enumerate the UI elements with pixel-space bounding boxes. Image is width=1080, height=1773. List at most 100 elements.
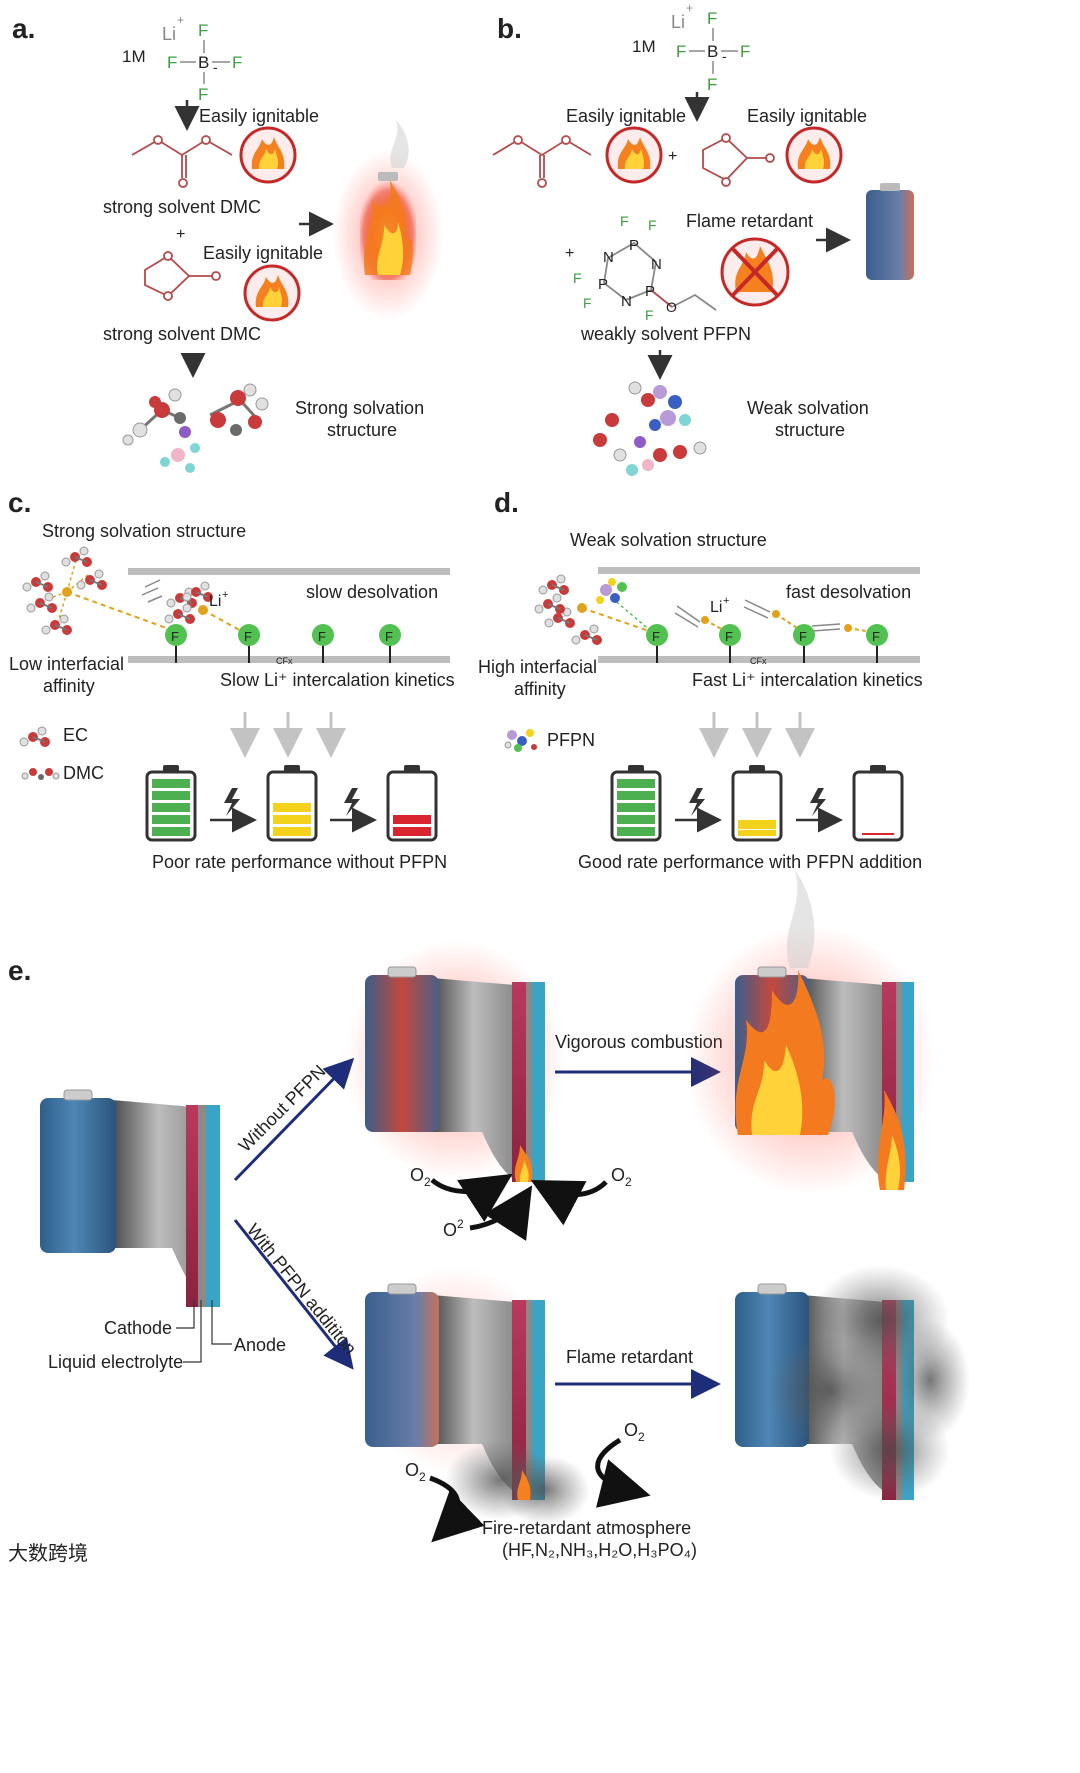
battery-half xyxy=(266,765,318,842)
cfx-electrode xyxy=(598,656,920,663)
ec-legend-icon xyxy=(19,726,51,748)
ignitable-label-2: Easily ignitable xyxy=(747,106,867,126)
f-right: F xyxy=(740,42,750,61)
extinguished-battery xyxy=(735,1265,970,1500)
ignitable-flame-icon-1 xyxy=(239,126,297,184)
fluorine-sites: F F F F xyxy=(164,623,402,664)
oxygen-influx xyxy=(430,1173,608,1241)
kinetics-label: Slow Li⁺ intercalation kinetics xyxy=(220,670,455,690)
safe-battery xyxy=(866,183,914,280)
f-site-label: F xyxy=(799,629,807,644)
strong-solvation-cluster xyxy=(122,383,269,473)
li-cation: Li xyxy=(162,24,176,44)
solvated-li-cluster xyxy=(22,546,173,636)
ec-molecule xyxy=(702,133,775,187)
ignitable-label-2: Easily ignitable xyxy=(203,243,323,263)
panel-b-label: b. xyxy=(497,13,522,44)
battery-low xyxy=(852,765,904,842)
oxygen-outflux xyxy=(429,1437,651,1543)
solvent-label-2: strong solvent DMC xyxy=(103,324,261,344)
f-atom: F xyxy=(573,270,582,286)
f-site-label: F xyxy=(318,629,326,644)
anode-label: Anode xyxy=(234,1335,286,1355)
structure-label-line1: Strong solvation xyxy=(295,398,424,418)
discharge-arrow xyxy=(330,788,377,833)
panel-c: c. Strong solvation structure slow desol… xyxy=(8,487,455,872)
desolvation-label: fast desolvation xyxy=(786,582,911,602)
o2-label: O xyxy=(611,1165,625,1185)
li-label: Li xyxy=(209,593,221,610)
plus-sign-1: + xyxy=(668,148,677,165)
p-atom: P xyxy=(598,276,608,293)
p-atom: P xyxy=(645,283,655,300)
panel-b: b. Li + 1M F F B F F - Easily ignitable … xyxy=(492,1,914,476)
panel-c-label: c. xyxy=(8,487,31,518)
structure-label-line2: structure xyxy=(775,420,845,440)
battery-low xyxy=(386,765,438,842)
panel-d: d. Weak solvation structure fast desolva… xyxy=(478,487,923,872)
heating-battery xyxy=(345,940,565,1182)
anode-layer xyxy=(206,1105,220,1307)
pfpn-solvated-cluster xyxy=(534,574,653,646)
pfpn-legend-icon xyxy=(504,729,537,752)
li-cation: Li xyxy=(671,12,685,32)
no-fire-icon xyxy=(720,237,790,307)
without-pfpn-arrow xyxy=(233,1057,355,1182)
watermark: 大数跨境 xyxy=(8,1542,88,1565)
solvent-label-1: strong solvent DMC xyxy=(103,197,261,217)
free-li-ions: Li + xyxy=(674,595,873,633)
affinity-line1: Low interfacial xyxy=(9,654,124,674)
panel-d-label: d. xyxy=(494,487,519,518)
discharge-arrow xyxy=(210,788,257,833)
f-site-label: F xyxy=(244,629,252,644)
o2-subscript: 2 xyxy=(457,1217,464,1231)
legend-pfpn: PFPN xyxy=(547,730,595,750)
cfx-label: CFx xyxy=(750,656,767,666)
f-left: F xyxy=(676,42,686,61)
f-site-label: F xyxy=(385,629,393,644)
pfpn-molecule: P N P N P N F F F F F O xyxy=(573,213,717,323)
top-electrode xyxy=(598,567,920,574)
o2-label: O xyxy=(410,1165,424,1185)
li-charge: + xyxy=(222,589,228,601)
li-charge: + xyxy=(723,595,729,607)
li-charge: + xyxy=(177,13,184,27)
desolvation-label: slow desolvation xyxy=(306,582,438,602)
f-site-label: F xyxy=(725,629,733,644)
combustion-label: Vigorous combustion xyxy=(555,1032,723,1052)
panel-c-title: Strong solvation structure xyxy=(42,521,246,541)
panel-d-title: Weak solvation structure xyxy=(570,530,767,550)
p-atom: P xyxy=(629,237,639,254)
concentration-label: 1M xyxy=(632,37,656,56)
panel-a-label: a. xyxy=(12,13,35,44)
top-electrode xyxy=(128,568,450,575)
atmosphere-line1: Fire-retardant atmosphere xyxy=(482,1518,691,1538)
f-bottom: F xyxy=(198,85,208,104)
o2-subscript: 2 xyxy=(625,1175,632,1189)
b-charge: - xyxy=(213,59,218,75)
kinetics-label: Fast Li⁺ intercalation kinetics xyxy=(692,670,923,690)
without-pfpn-label: Without PFPN xyxy=(235,1061,330,1156)
lipf-salt-b: Li + 1M F F B F F - xyxy=(632,1,750,94)
affinity-line2: affinity xyxy=(514,679,566,699)
performance-label: Good rate performance with PFPN addition xyxy=(578,852,922,872)
performance-label: Poor rate performance without PFPN xyxy=(152,852,447,872)
flame-retardant-label: Flame retardant xyxy=(686,211,813,231)
cfx-electrode xyxy=(128,656,450,663)
o2-label: O xyxy=(624,1420,638,1440)
b-charge: - xyxy=(722,48,727,64)
desolvating-li: Li + xyxy=(141,579,246,634)
combusting-battery xyxy=(685,870,935,1195)
fluorine-sites: F F F F xyxy=(645,623,889,664)
plus-sign: + xyxy=(176,226,185,243)
weak-solvation-cluster xyxy=(593,381,707,476)
pfpn-solvent-label: weakly solvent PFPN xyxy=(580,324,751,344)
dmc-molecule xyxy=(131,135,233,188)
o2-label: O xyxy=(405,1460,419,1480)
o2-subscript: 2 xyxy=(419,1470,426,1484)
dmc-molecule xyxy=(492,135,592,188)
ec-molecule xyxy=(144,251,221,301)
f-atom: F xyxy=(583,295,592,311)
panel-e: e. Cathode Anode Liquid electrolyte With… xyxy=(8,870,970,1560)
